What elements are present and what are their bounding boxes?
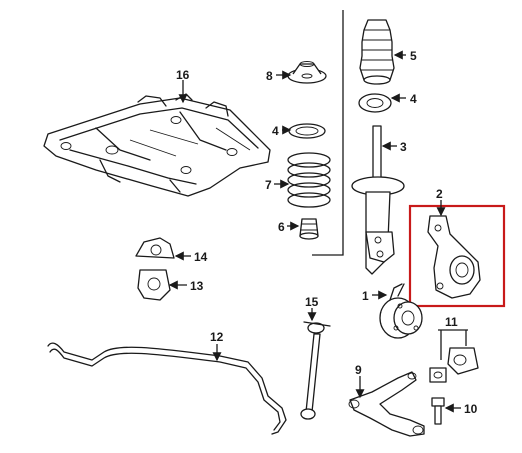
stabilizer-bushing-part[interactable] <box>137 269 171 301</box>
callout-leaders <box>168 50 468 413</box>
callout-12: 12 <box>210 330 224 344</box>
stabilizer-bracket-part[interactable] <box>135 237 175 259</box>
stabilizer-link-part[interactable] <box>300 321 331 420</box>
callout-3: 3 <box>400 140 407 154</box>
spring-insulator-part[interactable] <box>288 123 326 139</box>
callout-labels: 16 8 4 7 6 5 4 3 2 1 14 13 12 15 9 10 11 <box>176 49 478 416</box>
strut-mount-part[interactable] <box>287 61 327 84</box>
callout-16: 16 <box>176 68 190 82</box>
assembly-bracket <box>312 10 344 256</box>
callout-4-bearing: 4 <box>410 92 417 106</box>
bump-stop-part[interactable] <box>299 218 319 240</box>
strut-bearing-part[interactable] <box>358 93 392 113</box>
callout-1: 1 <box>362 289 369 303</box>
bolt-part[interactable] <box>431 397 445 425</box>
coil-spring-part[interactable] <box>287 152 331 208</box>
steering-knuckle-part[interactable] <box>427 215 481 299</box>
callout-11: 11 <box>445 315 458 329</box>
strut-part[interactable] <box>351 125 405 275</box>
callout-8: 8 <box>266 69 273 83</box>
callout-13: 13 <box>190 279 204 293</box>
callout-14: 14 <box>194 250 208 264</box>
callout-2: 2 <box>436 187 443 201</box>
callout-15: 15 <box>305 295 319 309</box>
callout-7: 7 <box>265 178 272 192</box>
callout-9: 9 <box>355 363 362 377</box>
subframe-part[interactable] <box>43 93 271 197</box>
callout-6: 6 <box>278 220 285 234</box>
dust-boot-part[interactable] <box>359 19 395 85</box>
lower-control-arm-part[interactable] <box>348 371 425 437</box>
bushing-pair-part[interactable] <box>429 347 479 383</box>
callout-10: 10 <box>464 402 478 416</box>
callout-4-insulator: 4 <box>272 124 279 138</box>
stabilizer-bar-part[interactable] <box>47 342 287 435</box>
highlight-box <box>408 204 506 308</box>
callout-5: 5 <box>410 49 417 63</box>
hub-bearing-part[interactable] <box>379 283 423 339</box>
